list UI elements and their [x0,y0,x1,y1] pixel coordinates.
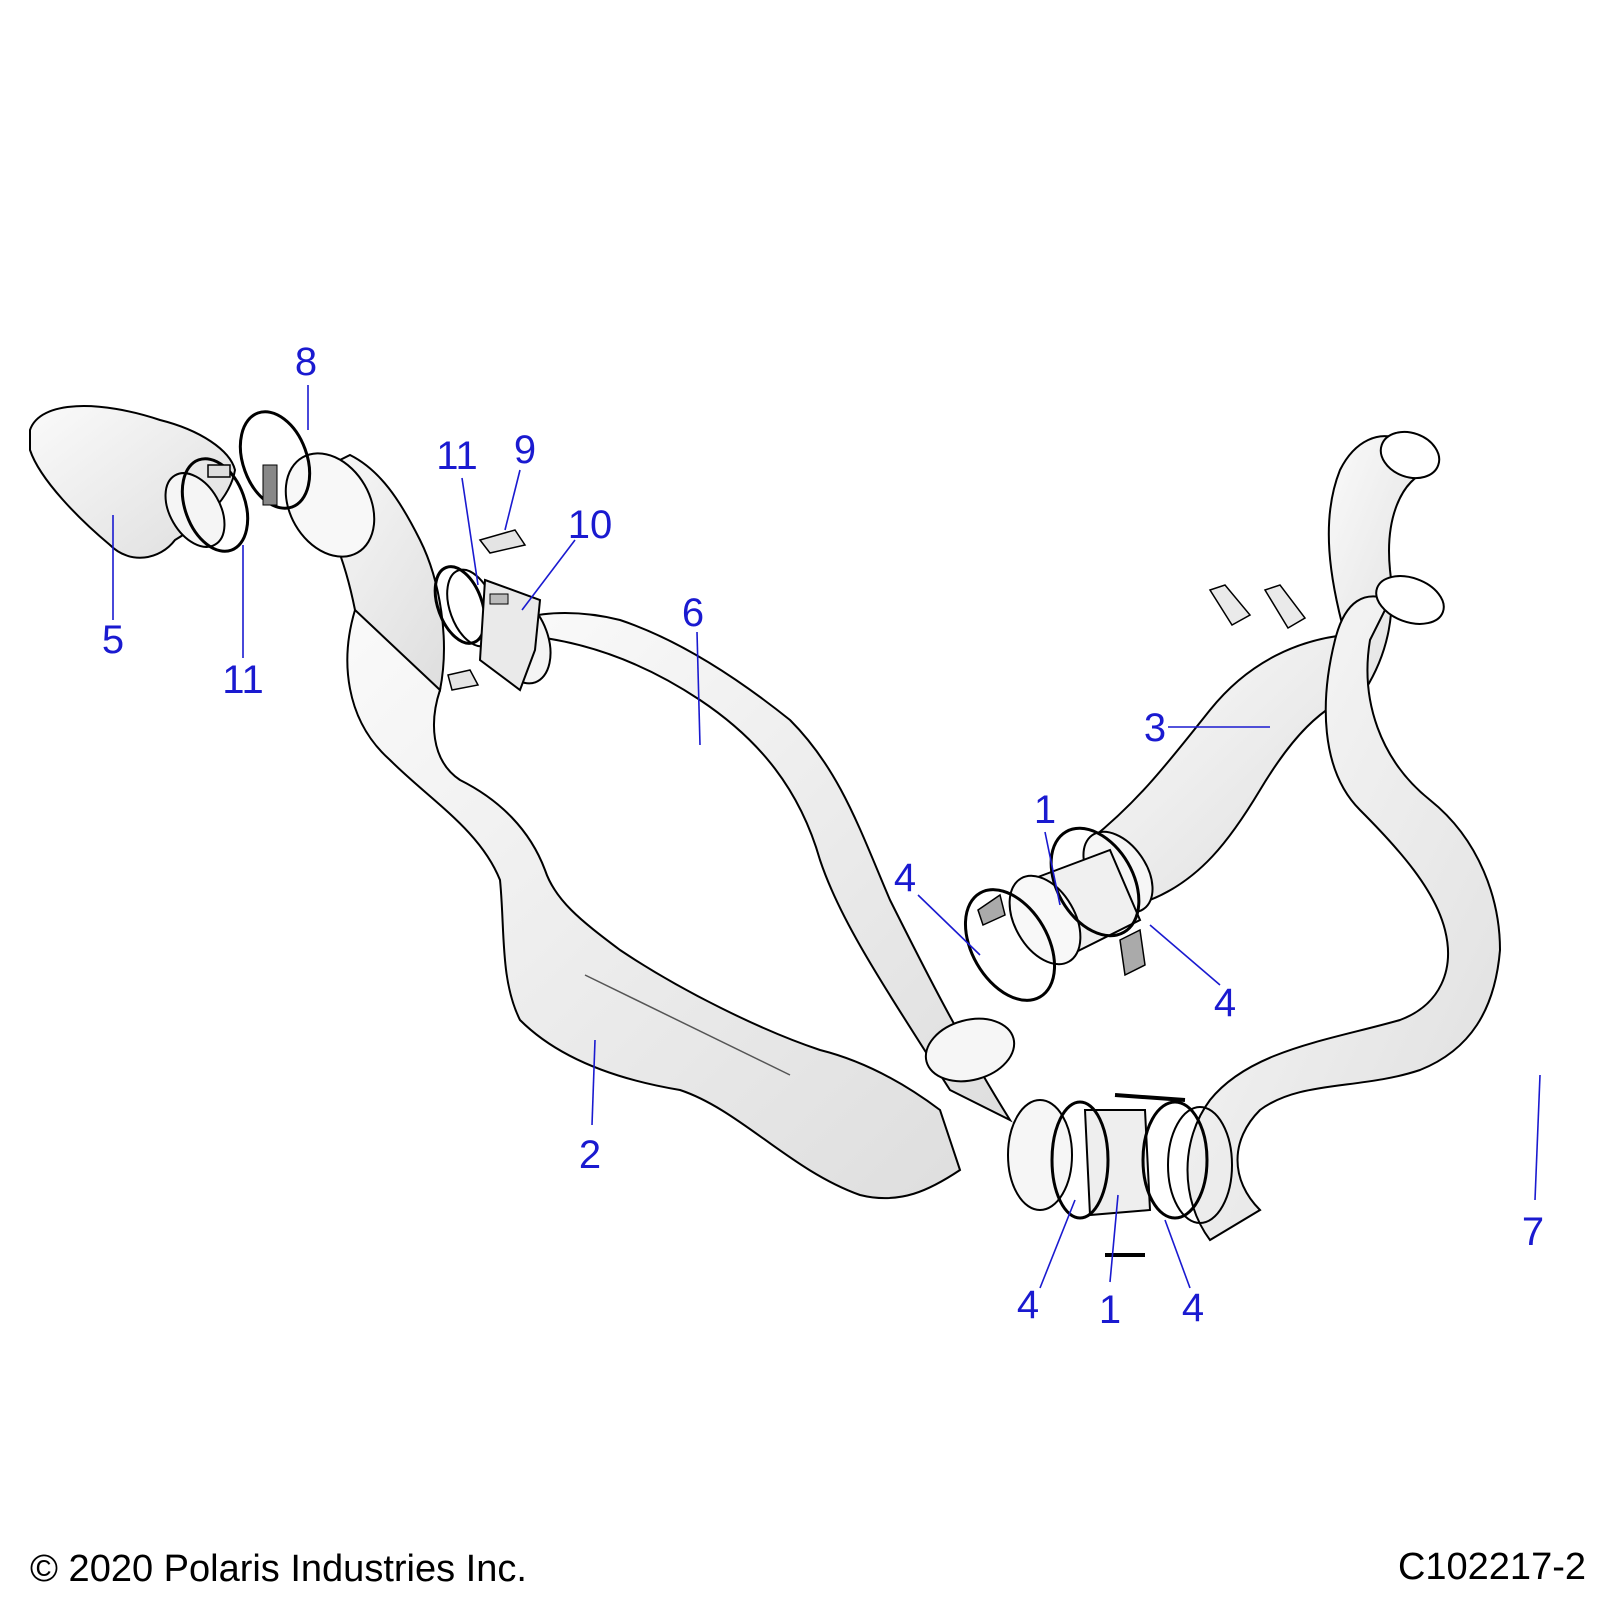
duct-part-7 [1186,575,1502,1242]
callout-4-lower-right: 4 [1181,1286,1205,1330]
clamp-part-4-lower-right [1141,1100,1233,1224]
callout-4-upper-right: 4 [1213,981,1237,1025]
callout-2: 2 [578,1133,602,1177]
clamp-part-4-upper-right [1049,826,1141,938]
callout-9: 9 [513,428,537,472]
duct-part-2 [346,608,962,1200]
callout-3: 3 [1143,706,1167,750]
coupler-part-1-lower [1007,1099,1152,1217]
pad-part-9 [478,529,527,554]
callout-4-lower-left: 4 [1016,1283,1040,1327]
callout-7: 7 [1521,1210,1545,1254]
callout-1-lower: 1 [1098,1288,1122,1332]
callout-5: 5 [101,618,125,662]
coupler-part-1-upper [1008,848,1142,966]
clamp-part-8 [238,410,312,510]
callout-8: 8 [294,340,318,384]
callout-1-upper: 1 [1033,788,1057,832]
clamp-part-4-lower-left [1050,1100,1110,1220]
pad-pair-top-right [1208,584,1307,630]
copyright-notice: © 2020 Polaris Industries Inc. [30,1548,527,1590]
boot-part-5 [29,405,237,559]
leader-lines [112,385,1541,1289]
bracket-part-10 [478,578,542,692]
figure-id: C102217-2 [1397,1546,1586,1588]
callout-4-upper-left: 4 [893,856,917,900]
clamp-part-4-upper-left [963,888,1057,1002]
callout-10: 10 [567,503,613,547]
callout-11-center: 11 [436,434,478,478]
callout-6: 6 [681,591,705,635]
clamp-part-11-left [180,457,250,553]
duct-part-3 [1082,430,1441,914]
callout-11-left: 11 [222,658,264,702]
